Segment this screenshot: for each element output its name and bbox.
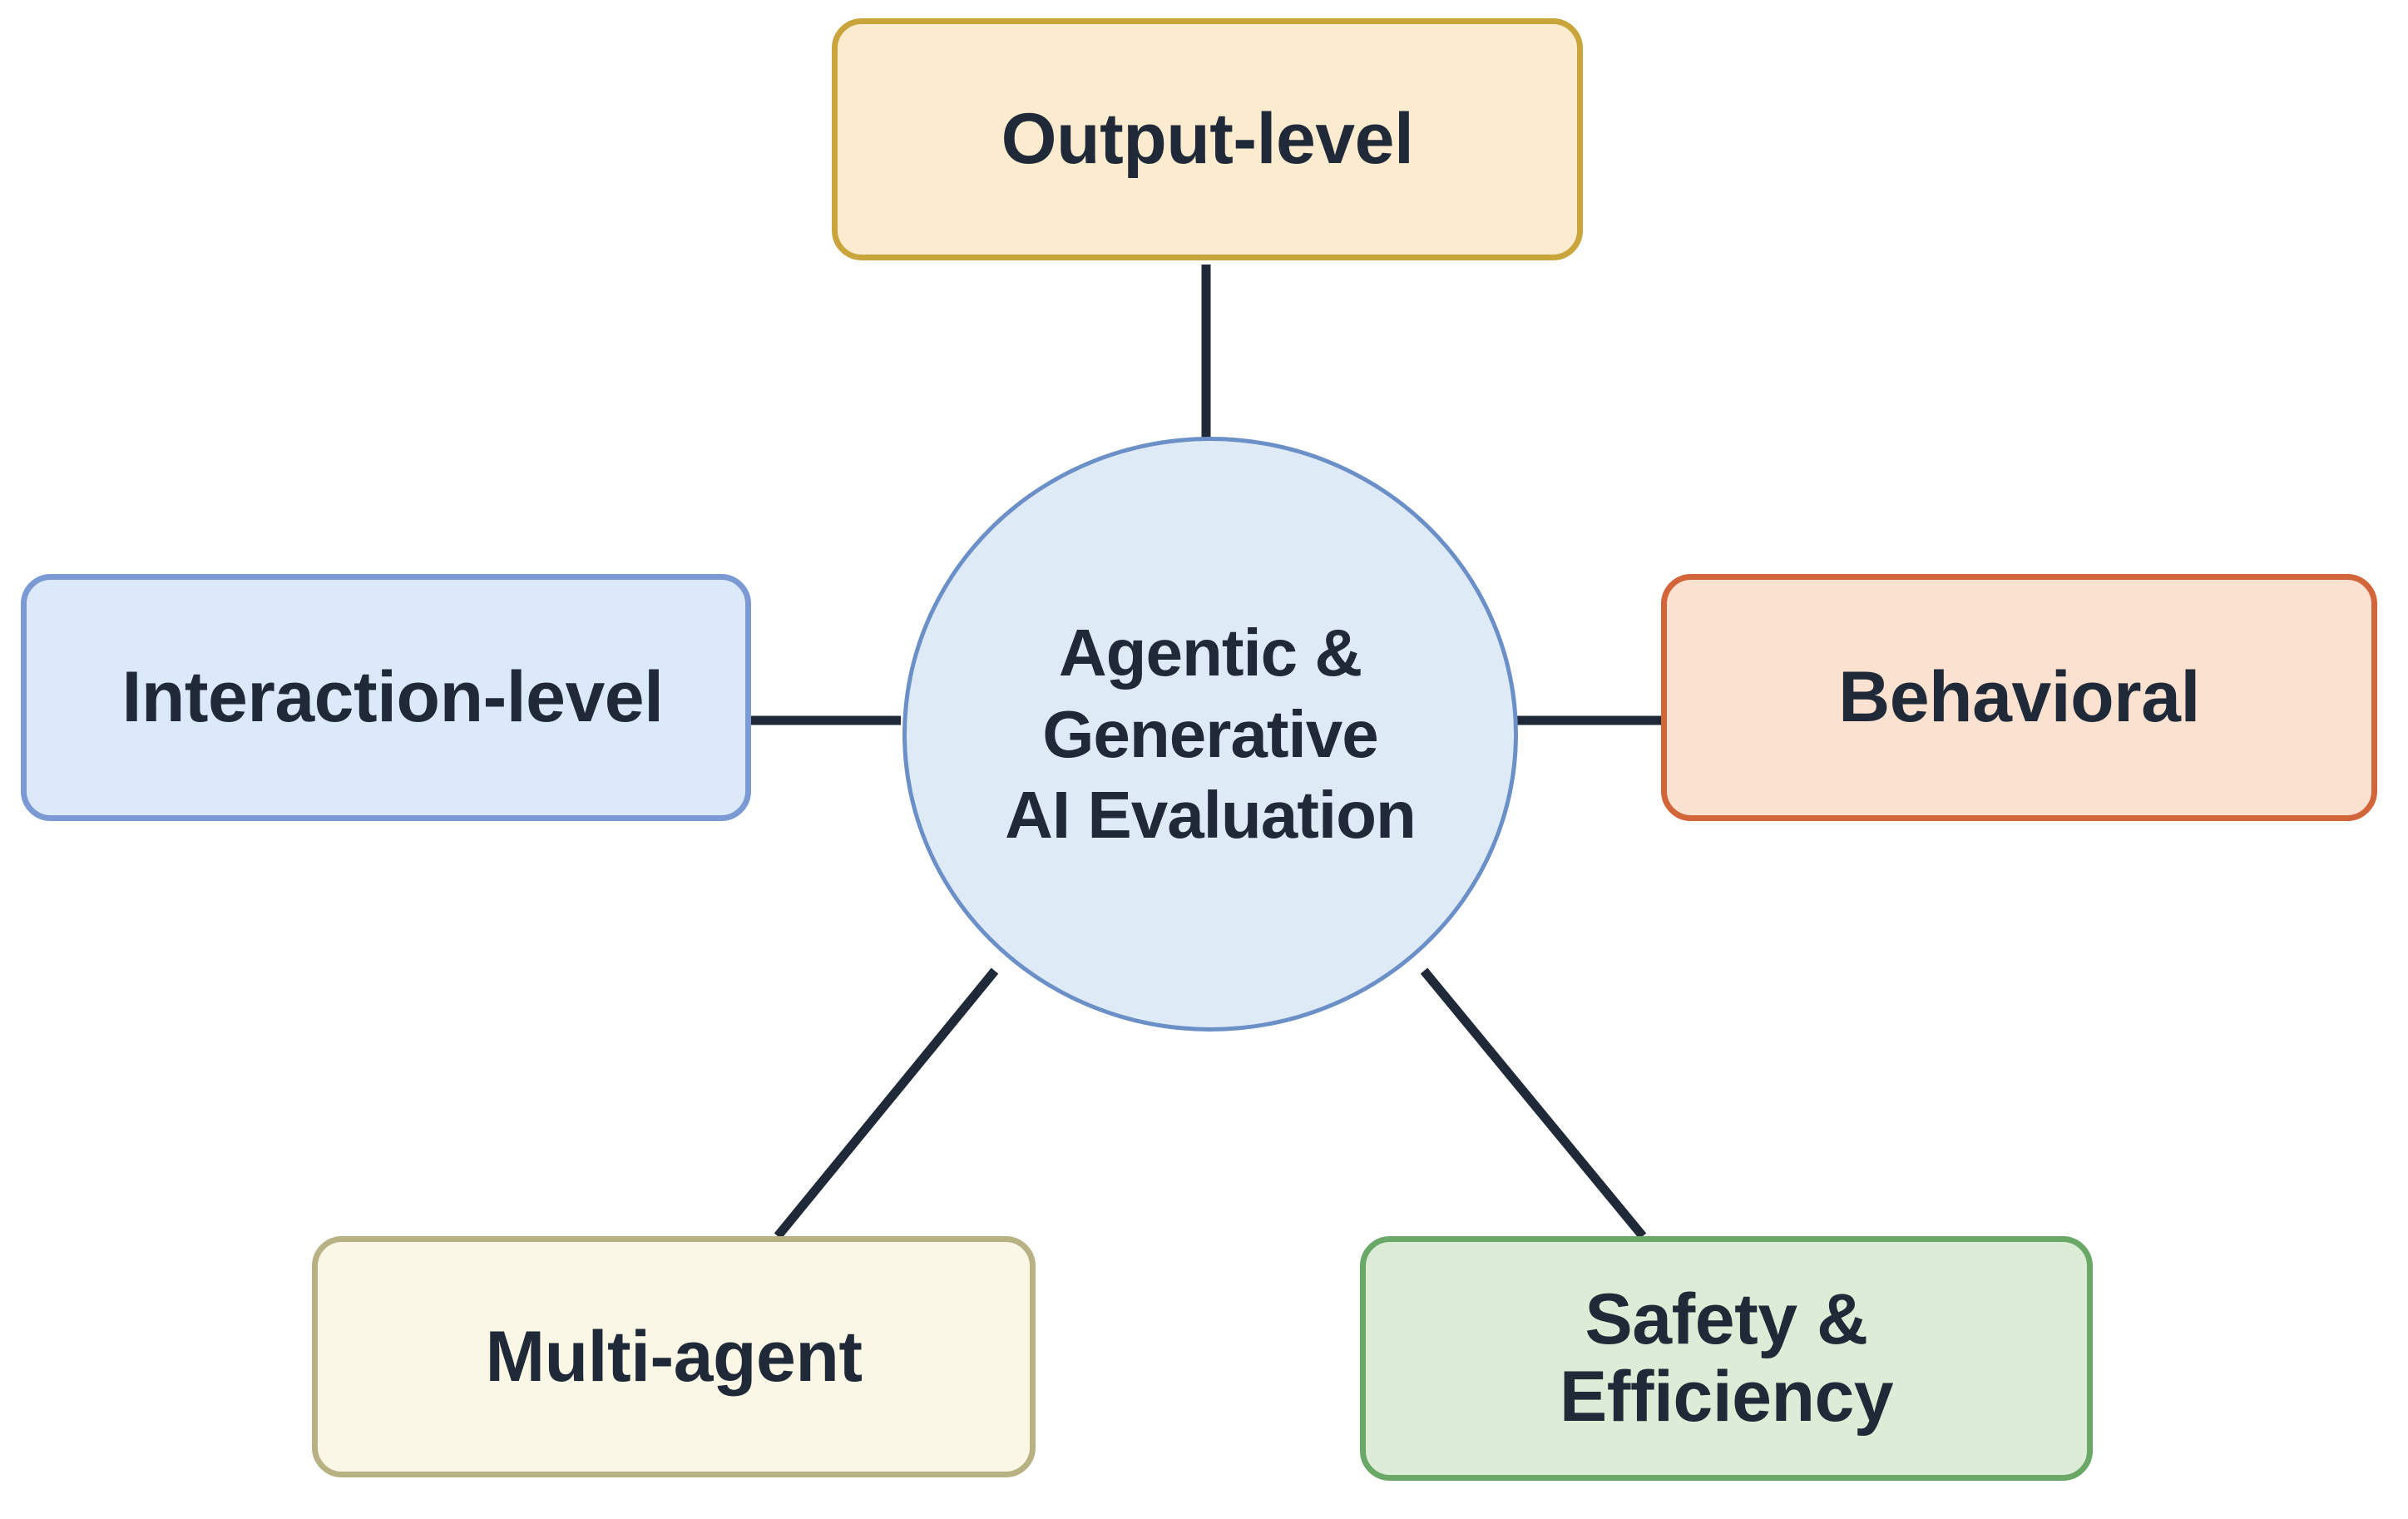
node-output-level-label: Output-level <box>1001 99 1414 180</box>
node-output-level[interactable]: Output-level <box>832 18 1583 260</box>
edge-center-to-safety <box>1420 967 1647 1239</box>
node-behavioral[interactable]: Behavioral <box>1661 574 2377 821</box>
edge-center-to-multiagent <box>774 967 999 1239</box>
node-behavioral-label: Behavioral <box>1838 657 2200 738</box>
node-safety-efficiency[interactable]: Safety & Efficiency <box>1360 1236 2093 1481</box>
node-center-hub-label: Agentic & Generative AI Evaluation <box>1005 616 1417 853</box>
node-multi-agent-label: Multi-agent <box>485 1316 863 1397</box>
node-center-hub[interactable]: Agentic & Generative AI Evaluation <box>902 437 1518 1032</box>
node-safety-efficiency-label: Safety & Efficiency <box>1559 1279 1894 1437</box>
node-interaction-level-label: Interaction-level <box>121 657 664 738</box>
node-interaction-level[interactable]: Interaction-level <box>21 574 751 821</box>
node-multi-agent[interactable]: Multi-agent <box>312 1236 1036 1477</box>
